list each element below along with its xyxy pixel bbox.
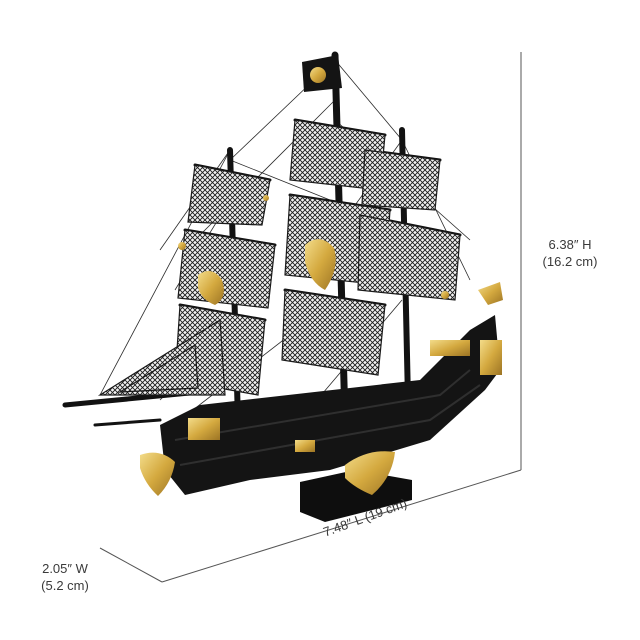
sail bbox=[361, 149, 441, 211]
flag bbox=[302, 55, 342, 92]
sail bbox=[187, 164, 271, 226]
sail bbox=[357, 214, 461, 301]
gold-emblems bbox=[140, 195, 449, 496]
width-metric: (5.2 cm) bbox=[41, 578, 89, 593]
sail bbox=[281, 289, 386, 376]
dimension-lines bbox=[99, 52, 522, 583]
hull bbox=[160, 282, 503, 522]
height-metric: (16.2 cm) bbox=[542, 254, 598, 269]
pirate-ship-model bbox=[62, 51, 503, 522]
sail bbox=[117, 343, 199, 393]
length-dimension-line bbox=[161, 469, 522, 583]
height-dimension-label: 6.38″ H (16.2 cm) bbox=[520, 236, 620, 270]
width-dimension-line bbox=[99, 547, 163, 583]
height-imperial: 6.38″ H bbox=[548, 237, 592, 252]
width-dimension-label: 2.05″ W (5.2 cm) bbox=[20, 560, 110, 594]
width-imperial: 2.05″ W bbox=[42, 561, 88, 576]
